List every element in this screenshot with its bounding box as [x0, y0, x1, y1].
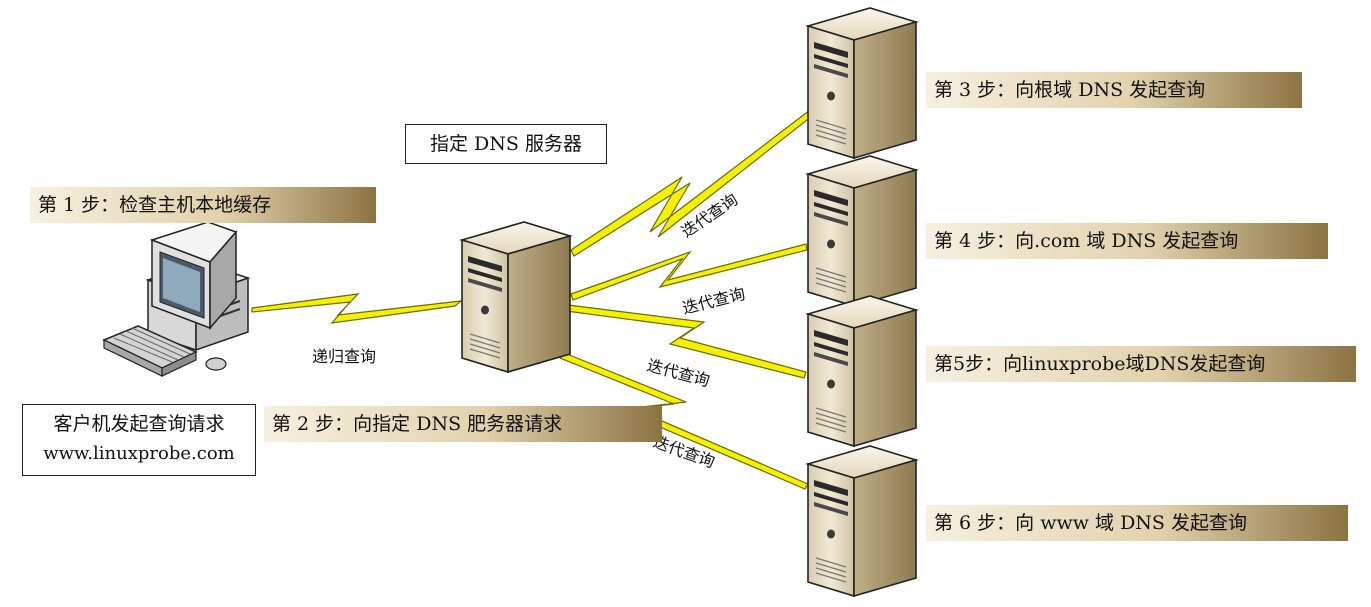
iterative-query-label-3: 迭代查询	[645, 356, 712, 391]
recursive-query-label: 递归查询	[312, 347, 376, 366]
client-pc-icon	[102, 221, 251, 377]
step-4-banner: 第 4 步：向.com 域 DNS 发起查询	[926, 223, 1328, 259]
linuxprobe-dns-server-icon	[807, 295, 917, 447]
step-1-banner: 第 1 步：检查主机本地缓存	[30, 187, 376, 223]
client-request-title: 客户机发起查询请求	[53, 413, 225, 435]
step-5-banner: 第5步：向linuxprobe域DNS发起查询	[926, 346, 1356, 382]
bolt-client-to-resolver	[251, 293, 463, 324]
com-dns-server-icon	[807, 155, 917, 307]
resolver-server-icon	[461, 221, 571, 373]
step-2-banner: 第 2 步：向指定 DNS 肥务器请求	[264, 406, 662, 442]
iterative-query-label-2: 迭代查询	[680, 284, 747, 318]
bolt-to-com	[570, 243, 808, 301]
step-3-banner: 第 3 步：向根域 DNS 发起查询	[926, 72, 1302, 108]
client-request-domain: www.linuxprobe.com	[43, 443, 235, 464]
designated-dns-server-box: 指定 DNS 服务器	[405, 124, 607, 164]
www-dns-server-icon	[807, 445, 917, 597]
bolt-to-www	[559, 351, 809, 490]
step-6-banner: 第 6 步：向 www 域 DNS 发起查询	[926, 505, 1348, 541]
iterative-query-label-1: 迭代查询	[678, 190, 742, 242]
bolt-to-linuxprobe	[565, 304, 807, 379]
root-dns-server-icon	[807, 7, 917, 159]
client-request-box: 客户机发起查询请求 www.linuxprobe.com	[22, 404, 256, 476]
